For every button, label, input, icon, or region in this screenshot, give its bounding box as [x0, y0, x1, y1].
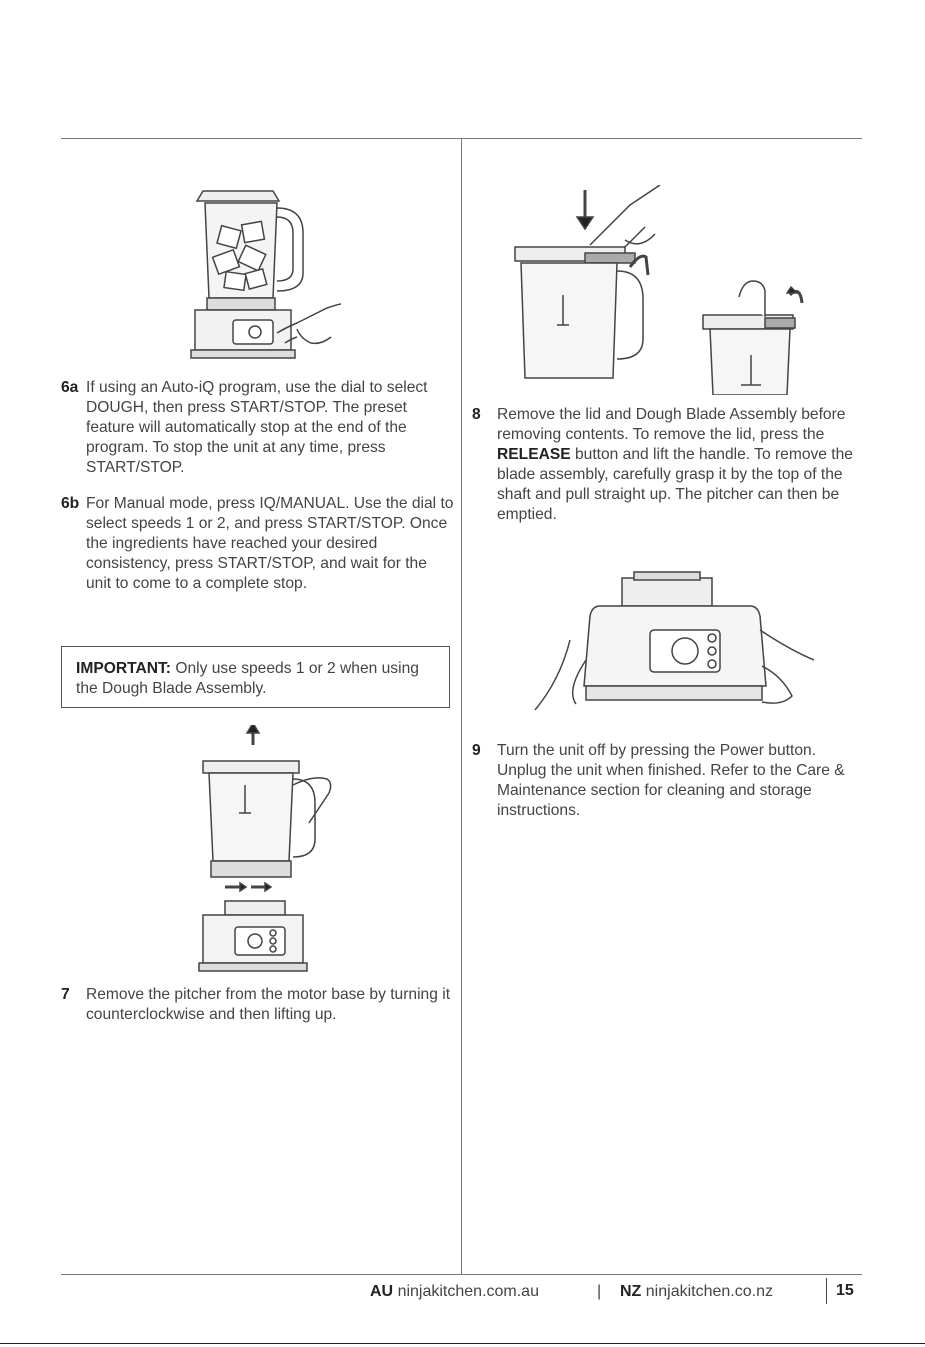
step-9-text: Turn the unit off by pressing the Power …: [497, 742, 845, 819]
step-9: 9 Turn the unit off by pressing the Powe…: [472, 741, 867, 821]
step-6a-number: 6a: [61, 379, 79, 396]
step-7-number: 7: [61, 986, 70, 1003]
step-6b-text: For Manual mode, press IQ/MANUAL. Use th…: [86, 495, 454, 592]
column-divider: [461, 139, 462, 1274]
step-7-text: Remove the pitcher from the motor base b…: [86, 986, 451, 1023]
footer-separator: |: [597, 1283, 602, 1300]
blender-with-ice-illustration: [185, 183, 355, 368]
page-bottom-edge: [0, 1343, 925, 1344]
footer-nz-label: NZ: [620, 1283, 642, 1300]
important-text: Only use speeds 1 or 2 when using the Do…: [76, 660, 419, 697]
step-6a-text: If using an Auto-iQ program, use the dia…: [86, 379, 428, 476]
step-6a: 6a If using an Auto-iQ program, use the …: [61, 378, 456, 478]
footer-nz-link[interactable]: ninjakitchen.co.nz: [645, 1283, 773, 1300]
step-9-number: 9: [472, 742, 481, 759]
step-8-number: 8: [472, 406, 481, 423]
pitcher-lid-release-illustration: [505, 185, 825, 395]
step-7: 7 Remove the pitcher from the motor base…: [61, 985, 456, 1025]
motor-base-hands-illustration: [530, 570, 820, 740]
step-6b: 6b For Manual mode, press IQ/MANUAL. Use…: [61, 494, 456, 594]
pitcher-removal-illustration: [195, 725, 335, 975]
page-number: 15: [836, 1282, 854, 1299]
top-rule: [61, 138, 862, 139]
page-number-divider: [826, 1278, 827, 1304]
footer-au-label: AU: [370, 1283, 394, 1300]
bottom-rule: [61, 1274, 862, 1275]
release-button-label: RELEASE: [497, 446, 571, 463]
footer-au-link[interactable]: ninjakitchen.com.au: [397, 1283, 539, 1300]
footer-au: AU ninjakitchen.com.au: [370, 1280, 539, 1304]
step-6b-number: 6b: [61, 495, 80, 512]
footer-nz: NZ ninjakitchen.co.nz: [620, 1280, 773, 1304]
important-notice: IMPORTANT: Only use speeds 1 or 2 when u…: [61, 646, 450, 708]
step-8-text: Remove the lid and Dough Blade Assembly …: [497, 406, 853, 523]
step-8: 8 Remove the lid and Dough Blade Assembl…: [472, 405, 867, 525]
important-label: IMPORTANT:: [76, 660, 171, 677]
